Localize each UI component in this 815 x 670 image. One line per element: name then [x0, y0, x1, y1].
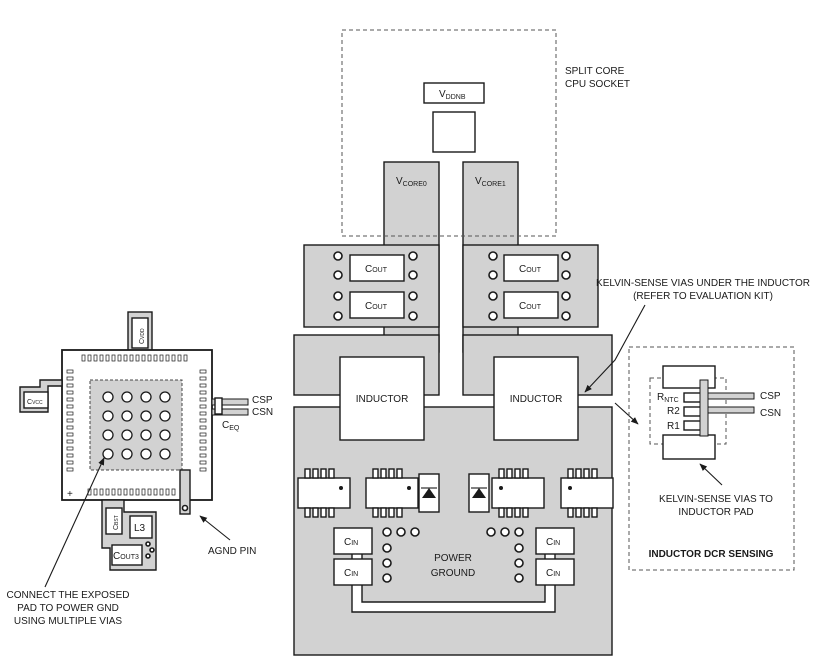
exposed-pad-note-1: CONNECT THE EXPOSED	[7, 590, 130, 601]
agnd-arrow	[199, 515, 231, 541]
svg-text:CIN: CIN	[546, 568, 560, 579]
pin1-marker: +	[67, 489, 73, 500]
cout-cap	[503, 291, 559, 319]
cpu-socket: VDDNB SPLIT CORE CPU SOCKET	[341, 29, 630, 237]
inductor-1	[493, 356, 579, 441]
ceq-cap	[214, 397, 223, 415]
l3-label: L3	[134, 523, 146, 534]
svg-text:CIN: CIN	[344, 537, 358, 548]
svg-text:KELVIN-SENSE VIAS UNDER THE IN: KELVIN-SENSE VIAS UNDER THE INDUCTOR	[596, 278, 810, 289]
inductor-0-label: INDUCTOR	[356, 394, 409, 405]
svg-text:CIN: CIN	[546, 537, 560, 548]
exposed-pad-note-3: USING MULTIPLE VIAS	[14, 616, 123, 627]
socket-label-2: CPU SOCKET	[565, 79, 630, 90]
socket-center-pad	[432, 111, 476, 153]
r1-label: R1	[667, 421, 680, 432]
ground-vias	[382, 527, 524, 583]
cout-cap	[503, 254, 559, 282]
l3-inductor	[129, 515, 153, 539]
cout-cap	[349, 291, 405, 319]
agnd-trace	[179, 469, 191, 515]
vddnb-label: VDDNB	[439, 89, 466, 101]
ic-pins	[66, 354, 207, 496]
exposed-pad-note-2: PAD TO POWER GND	[17, 603, 119, 614]
cout-cap	[349, 254, 405, 282]
cvcc-label: CVCC	[27, 399, 43, 406]
cvdd-label: CVDD	[139, 328, 146, 344]
ic-csp-trace	[211, 398, 249, 406]
schottky-diodes	[418, 473, 490, 513]
dcr-csp-label: CSP	[760, 391, 781, 402]
ic-csn-label: CSN	[252, 407, 273, 418]
csn-trace	[703, 406, 755, 414]
vddnb-pad	[423, 82, 485, 104]
rntc-label: RNTC	[657, 392, 679, 404]
svg-text:KELVIN-SENSE VIAS TO: KELVIN-SENSE VIAS TO	[659, 494, 773, 505]
svg-text:INDUCTOR PAD: INDUCTOR PAD	[678, 507, 753, 518]
inductor-0	[339, 356, 425, 441]
kelvin-sense-callout: KELVIN-SENSE VIAS UNDER THE INDUCTOR (RE…	[584, 278, 810, 425]
cbst-label: CBST	[113, 515, 120, 530]
svg-text:CIN: CIN	[344, 568, 358, 579]
mosfets	[297, 468, 614, 518]
cout3-cap	[111, 544, 143, 566]
cout-label: COUT	[365, 301, 388, 312]
dcr-sensing-panel: RNTC R2 R1 CSP CSN KELVIN-SENSE VIAS TO …	[628, 346, 795, 571]
inductor-1-label: INDUCTOR	[510, 394, 563, 405]
inductor-pad-bottom	[662, 434, 716, 460]
cout-vias	[333, 251, 571, 321]
r2-label: R2	[667, 406, 680, 417]
cin-caps: CIN CIN CIN CIN	[333, 527, 575, 586]
cout-label: COUT	[519, 264, 542, 275]
ic-csp-label: CSP	[252, 395, 273, 406]
power-ground-label: POWER	[434, 553, 472, 564]
cout3-label: COUT3	[113, 551, 139, 562]
exposed-pad-arrow	[44, 457, 105, 588]
socket-label-1: SPLIT CORE	[565, 66, 625, 77]
csp-trace	[703, 392, 755, 400]
sense-trace-vertical	[699, 379, 709, 437]
power-ground-label-2: GROUND	[431, 568, 475, 579]
agnd-label: AGND PIN	[208, 546, 256, 557]
power-stage: VCORE0 VCORE1 INDUCTOR INDUCTOR COUT COU…	[293, 161, 614, 656]
ic-csn-trace	[211, 408, 249, 416]
exposed-pad-vias	[102, 391, 171, 460]
vcore0-label: VCORE0	[396, 176, 427, 188]
dcr-csn-label: CSN	[760, 408, 781, 419]
vcore1-label: VCORE1	[475, 176, 506, 188]
cout-label: COUT	[365, 264, 388, 275]
cbst-cap	[105, 507, 123, 535]
cout-label: COUT	[519, 301, 542, 312]
dcr-title: INDUCTOR DCR SENSING	[649, 549, 774, 560]
svg-text:(REFER TO EVALUATION KIT): (REFER TO EVALUATION KIT)	[633, 291, 773, 302]
controller-ic: CVDD + CVCC CSP CSN CEQ	[19, 311, 273, 571]
ceq-label: CEQ	[222, 420, 240, 432]
